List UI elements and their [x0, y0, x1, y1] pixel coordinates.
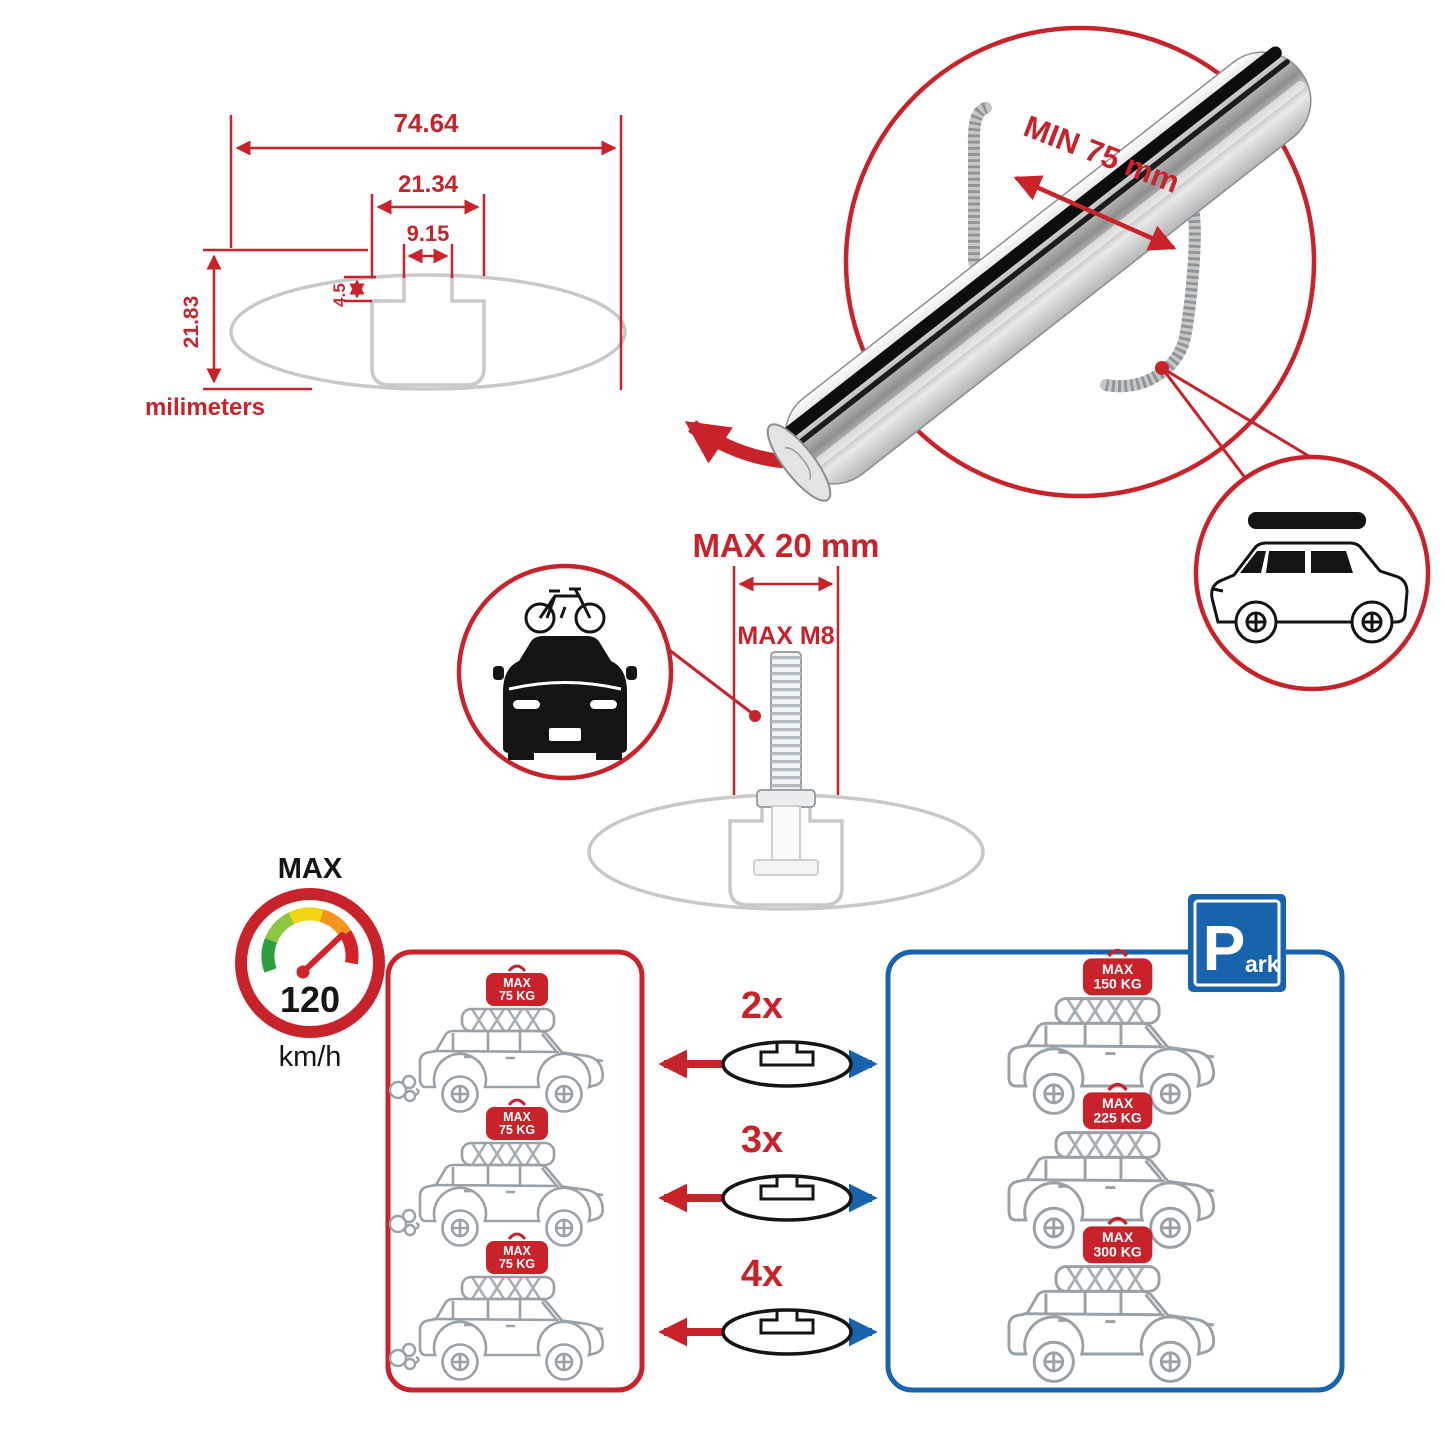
svg-text:MAX: MAX [503, 1110, 531, 1124]
multiplier-label-1: 2x [741, 985, 783, 1027]
dim-lip-depth-label: 4.5 [330, 283, 349, 307]
svg-text:MAX: MAX [503, 976, 531, 990]
driving-load-panel: MAX 75 KG MAX 75 KG MAX 75 KG [385, 949, 645, 1393]
crossbar-profile-icon-2 [721, 1174, 853, 1222]
parked-car-3: MAX 300 KG [1007, 1216, 1216, 1383]
units-label: milimeters [145, 394, 265, 421]
svg-text:75 KG: 75 KG [499, 989, 535, 1003]
parked-load-panel: MAX 150 KG MAX 225 KG MAX 300 KG [885, 894, 1345, 1393]
parked-car-2: MAX 225 KG [1007, 1082, 1216, 1249]
park-sign: P ark [1188, 894, 1286, 992]
speed-limit-badge: MAX 120 km/h [235, 853, 385, 1073]
profile-dimension-diagram: 74.64 21.34 9.15 4.5 21.83 milimeters [145, 108, 627, 421]
cargo-weight-tag: MAX 75 KG [486, 1232, 548, 1274]
cargo-weight-tag: MAX 225 KG [1082, 1082, 1153, 1130]
svg-text:ark: ark [1245, 951, 1280, 977]
parked-car-1: MAX 150 KG [1007, 948, 1216, 1115]
speed-value: 120 [280, 979, 340, 1020]
svg-text:225 KG: 225 KG [1093, 1110, 1141, 1126]
dim-slot-opening-label: 9.15 [407, 221, 450, 246]
suv-roofbox-callout [1193, 454, 1431, 692]
cargo-weight-tag: MAX 75 KG [486, 1098, 548, 1140]
max-thread-label: MAX M8 [737, 622, 834, 650]
driving-car-1: MAX 75 KG [388, 964, 605, 1113]
svg-text:MAX: MAX [1102, 1229, 1134, 1245]
driving-car-2: MAX 75 KG [388, 1098, 605, 1247]
svg-text:MAX: MAX [1102, 961, 1134, 977]
car-front-bike-icon [493, 587, 637, 760]
profile-cross-section-drawing [229, 273, 627, 391]
svg-text:MAX: MAX [503, 1244, 531, 1258]
multiplier-label-2: 3x [741, 1119, 783, 1161]
dim-total-width-label: 74.64 [393, 108, 459, 138]
cargo-weight-tag: MAX 150 KG [1082, 948, 1153, 996]
svg-text:150 KG: 150 KG [1093, 976, 1141, 992]
suv-roofbox-icon [1210, 512, 1409, 644]
speed-max-label: MAX [278, 853, 343, 885]
cargo-weight-tag: MAX 75 KG [486, 964, 548, 1006]
min-clamp-arrow [1013, 175, 1177, 251]
bolt-callout-dot [749, 710, 761, 722]
svg-text:300 KG: 300 KG [1093, 1244, 1141, 1260]
cargo-weight-tag: MAX 300 KG [1082, 1216, 1153, 1264]
u-bolt-rods [967, 102, 1201, 393]
dim-slot-outer-label: 21.34 [398, 171, 459, 198]
bolt-detail: MAX 20 mm MAX M8 [456, 527, 985, 911]
dim-total-height-label: 21.83 [180, 296, 203, 349]
crossbar-count-rows: 2x 3x 4x [658, 985, 878, 1356]
driving-car-3: MAX 75 KG [388, 1232, 605, 1381]
speed-units: km/h [279, 1041, 342, 1073]
gauge-needle [300, 932, 345, 975]
crossbar-detail: MIN 75 mm [766, 25, 1317, 502]
mounting-bolt [753, 651, 819, 876]
svg-text:75 KG: 75 KG [499, 1257, 535, 1271]
multiplier-label-3: 4x [741, 1253, 783, 1295]
crossbar-profile-icon-3 [721, 1308, 853, 1356]
max-bolt-length-label: MAX 20 mm [692, 527, 879, 564]
crossbar-profile-icon-1 [721, 1040, 853, 1088]
svg-text:P: P [1203, 912, 1246, 984]
svg-text:MAX: MAX [1102, 1095, 1134, 1111]
svg-text:75 KG: 75 KG [499, 1123, 535, 1137]
